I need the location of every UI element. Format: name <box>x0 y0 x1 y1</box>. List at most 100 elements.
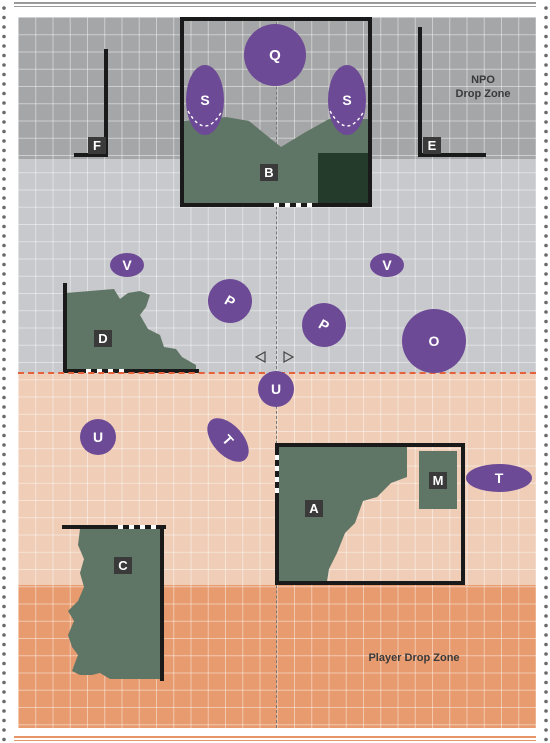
border-dot <box>2 671 6 675</box>
terrain-d-area <box>66 289 196 371</box>
terrain-c-door <box>112 525 160 529</box>
border-dot <box>2 557 6 561</box>
border-dot <box>2 291 6 295</box>
border-dot <box>2 262 6 267</box>
border-dot <box>544 538 548 542</box>
border-dot <box>2 234 6 238</box>
border-dot <box>2 633 6 637</box>
player-drop-zone-label: Player Drop Zone <box>368 652 460 664</box>
terrain-c-area <box>68 529 160 679</box>
token-s-left[interactable]: S <box>186 65 224 135</box>
token-u-center[interactable]: U <box>258 371 294 407</box>
border-dot <box>544 519 548 523</box>
border-dot <box>544 718 548 723</box>
terrain-d-door <box>80 369 126 373</box>
border-dot <box>2 538 6 542</box>
terrain-b-wall-top <box>180 17 370 21</box>
token-v-left[interactable]: V <box>110 253 144 277</box>
border-dot <box>2 471 6 476</box>
border-dot <box>544 110 548 115</box>
border-dot <box>2 642 6 647</box>
border-dot <box>544 576 548 580</box>
border-dot <box>544 300 548 305</box>
border-dot <box>2 148 6 153</box>
border-dot <box>544 557 548 561</box>
border-dot <box>2 566 6 571</box>
right-arrow-icon <box>283 351 295 363</box>
right-dot-border <box>544 6 548 742</box>
border-dot <box>2 25 6 29</box>
terrain-m-label: M <box>429 472 447 489</box>
top-rule <box>14 2 536 4</box>
border-dot <box>2 34 6 39</box>
border-dot <box>2 72 6 77</box>
border-dot <box>544 25 548 29</box>
terrain-c-label: C <box>114 557 132 574</box>
border-dot <box>544 433 548 438</box>
border-dot <box>544 243 548 248</box>
border-dot <box>2 196 6 200</box>
token-u-left[interactable]: U <box>80 419 116 455</box>
border-dot <box>544 709 548 713</box>
border-dot <box>2 158 6 162</box>
border-dot <box>2 120 6 124</box>
token-t-right[interactable]: T <box>466 464 532 492</box>
terrain-a-wall-bottom <box>275 581 465 585</box>
border-dot <box>2 509 6 514</box>
border-dot <box>2 253 6 257</box>
border-dot <box>2 44 6 48</box>
border-dot <box>2 110 6 115</box>
border-dot <box>544 272 548 276</box>
bottom-rule <box>14 736 536 738</box>
border-dot <box>2 604 6 609</box>
border-dot <box>2 338 6 343</box>
terrain-e-label: E <box>423 137 441 154</box>
border-dot <box>544 737 548 742</box>
npo-drop-zone-label: NPO Drop Zone <box>438 73 528 101</box>
token-v-right[interactable]: V <box>370 253 404 277</box>
border-dot <box>544 661 548 666</box>
border-dot <box>544 690 548 694</box>
border-dot <box>544 101 548 105</box>
border-dot <box>544 566 548 571</box>
token-q[interactable]: Q <box>244 24 306 86</box>
border-dot <box>2 101 6 105</box>
border-dot <box>544 82 548 86</box>
token-o[interactable]: O <box>402 309 466 373</box>
border-dot <box>2 547 6 552</box>
terrain-e-wall-vertical <box>418 27 422 157</box>
border-dot <box>544 120 548 124</box>
border-dot <box>544 680 548 685</box>
border-dot <box>2 177 6 181</box>
border-dot <box>2 576 6 580</box>
terrain-a-label: A <box>305 500 323 517</box>
border-dot <box>544 6 548 10</box>
terrain-b-wall-left <box>180 17 184 207</box>
border-dot <box>2 224 6 229</box>
border-dot <box>544 528 548 533</box>
border-dot <box>2 357 6 362</box>
border-dot <box>2 405 6 409</box>
border-dot <box>2 728 6 732</box>
border-dot <box>2 82 6 86</box>
border-dot <box>544 671 548 675</box>
bottom-rule-thin <box>14 740 536 741</box>
border-dot <box>2 310 6 314</box>
border-dot <box>544 215 548 219</box>
border-dot <box>544 471 548 476</box>
border-dot <box>544 395 548 400</box>
battle-map: B F E NPO Drop Zone D A M C <box>18 17 536 728</box>
terrain-a-door <box>275 449 279 495</box>
terrain-b-label: B <box>260 164 278 181</box>
border-dot <box>544 405 548 409</box>
npo-label-line1: NPO <box>471 74 495 86</box>
border-dot <box>544 414 548 419</box>
border-dot <box>544 177 548 181</box>
border-dot <box>544 348 548 352</box>
border-dot <box>2 481 6 485</box>
token-s-right[interactable]: S <box>328 65 366 135</box>
border-dot <box>544 91 548 96</box>
border-dot <box>2 690 6 694</box>
border-dot <box>544 500 548 504</box>
terrain-a-wall-top <box>275 443 465 447</box>
